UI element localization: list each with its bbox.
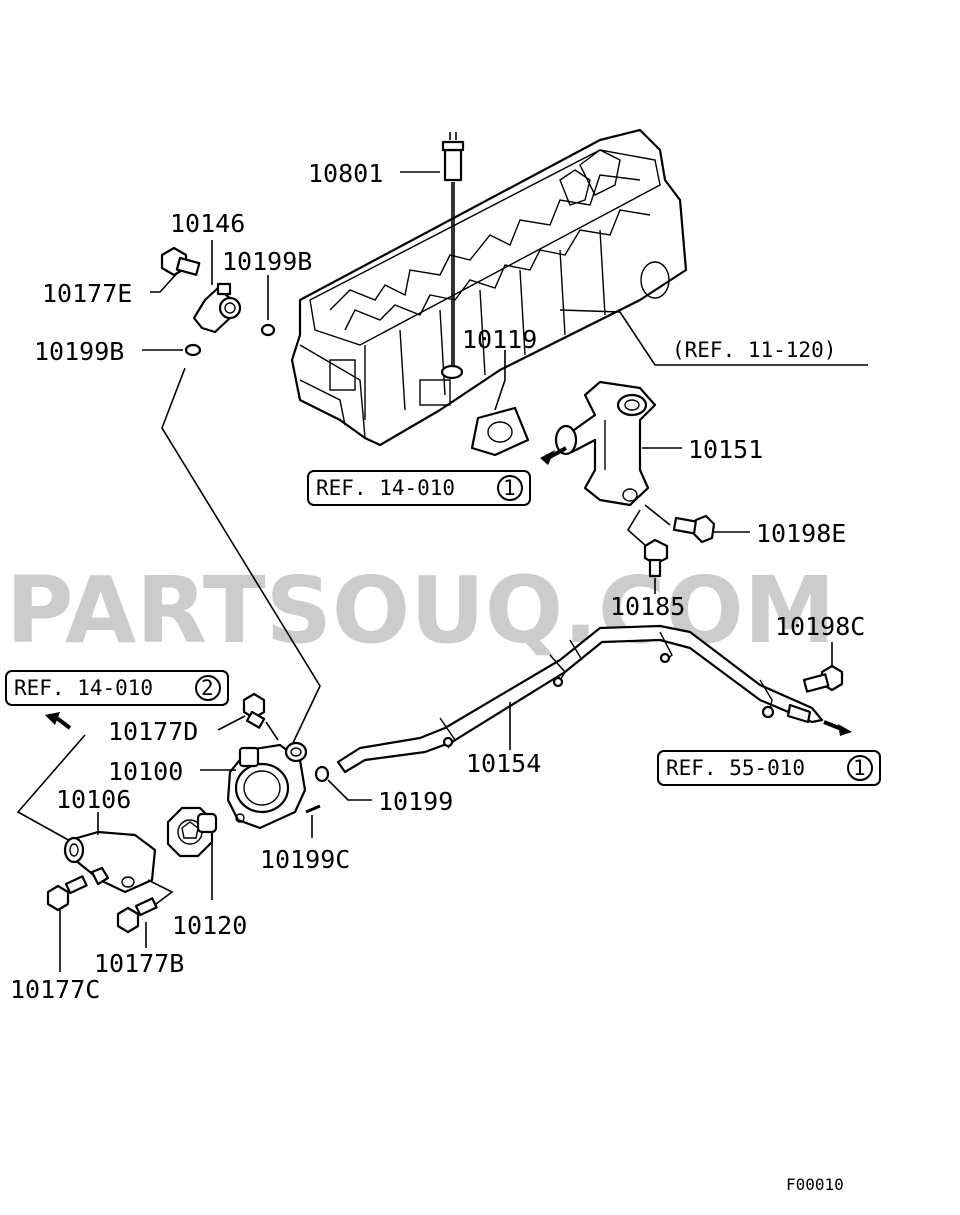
part-10106-inlet[interactable] <box>63 830 157 894</box>
label-10106[interactable]: 10106 <box>56 785 131 814</box>
ref-11-120[interactable]: (REF. 11-120) <box>672 338 836 362</box>
label-10185[interactable]: 10185 <box>610 592 685 621</box>
part-10185-bolt[interactable] <box>643 538 669 578</box>
ref-14-010-1-text: REF. 14-010 <box>316 476 455 500</box>
part-10177d-bolt[interactable] <box>242 692 266 729</box>
label-10177e[interactable]: 10177E <box>42 279 132 308</box>
ref-14-010-1-box[interactable]: REF. 14-010 1 <box>307 470 531 506</box>
cylinder-head[interactable] <box>290 128 688 447</box>
part-10120-thermostat[interactable] <box>166 806 218 858</box>
part-10199b-gasket-top[interactable] <box>260 323 276 337</box>
label-10801[interactable]: 10801 <box>308 159 383 188</box>
part-10151-outlet[interactable] <box>554 380 657 507</box>
part-10177c-bolt[interactable] <box>46 875 88 912</box>
leader-10177d <box>217 715 246 731</box>
part-10198c-bolt[interactable] <box>802 664 844 693</box>
part-10146-elbow[interactable] <box>192 282 242 334</box>
part-10177e-bolt[interactable] <box>160 246 201 277</box>
ref-14-010-2-num: 2 <box>201 676 214 700</box>
leader-ref-11-120 <box>559 309 868 366</box>
label-10120[interactable]: 10120 <box>172 911 247 940</box>
connector-line <box>161 367 321 746</box>
part-10199-gasket[interactable] <box>314 765 330 783</box>
label-10198c[interactable]: 10198C <box>775 612 865 641</box>
leader-10199 <box>327 779 372 801</box>
arrow-ref-14-010-1 <box>540 450 555 465</box>
label-10177b[interactable]: 10177B <box>94 949 184 978</box>
leader-10185-link <box>626 509 646 546</box>
ref-14-010-2-text: REF. 14-010 <box>14 676 153 700</box>
part-10177b-bolt[interactable] <box>116 897 158 934</box>
label-10119[interactable]: 10119 <box>462 325 537 354</box>
leader-10177d-link <box>265 721 279 741</box>
leader-ref-14-010-2 <box>16 734 86 843</box>
label-10199b-top[interactable]: 10199B <box>222 247 312 276</box>
part-10198e-bolt[interactable] <box>672 514 716 544</box>
ref-55-010-1-box[interactable]: REF. 55-010 1 <box>657 750 881 786</box>
label-10177c[interactable]: 10177C <box>10 975 100 1004</box>
part-10100-housing[interactable] <box>226 741 308 830</box>
label-10177d[interactable]: 10177D <box>108 717 198 746</box>
label-10199b-left[interactable]: 10199B <box>34 337 124 366</box>
part-10199b-gasket-left[interactable] <box>184 343 202 357</box>
label-10199c[interactable]: 10199C <box>260 845 350 874</box>
label-10199[interactable]: 10199 <box>378 787 453 816</box>
ref-55-010-1-text: REF. 55-010 <box>666 756 805 780</box>
part-10199c-pin[interactable] <box>305 804 321 814</box>
leader-10119 <box>494 350 506 411</box>
label-10154[interactable]: 10154 <box>466 749 541 778</box>
ref-14-010-1-num: 1 <box>503 476 516 500</box>
part-10801-sensor[interactable] <box>440 132 465 380</box>
ref-14-010-2-box[interactable]: REF. 14-010 2 <box>5 670 229 706</box>
part-10154-pipe[interactable] <box>336 624 824 774</box>
figure-code: F00010 <box>786 1175 844 1194</box>
leader-10198e-link <box>644 504 671 526</box>
label-10146[interactable]: 10146 <box>170 209 245 238</box>
part-10119-gasket[interactable] <box>470 406 530 457</box>
leader-10177e <box>150 269 181 293</box>
ref-55-010-1-num: 1 <box>853 756 866 780</box>
label-10198e[interactable]: 10198E <box>756 519 846 548</box>
label-10151[interactable]: 10151 <box>688 435 763 464</box>
label-10100[interactable]: 10100 <box>108 757 183 786</box>
